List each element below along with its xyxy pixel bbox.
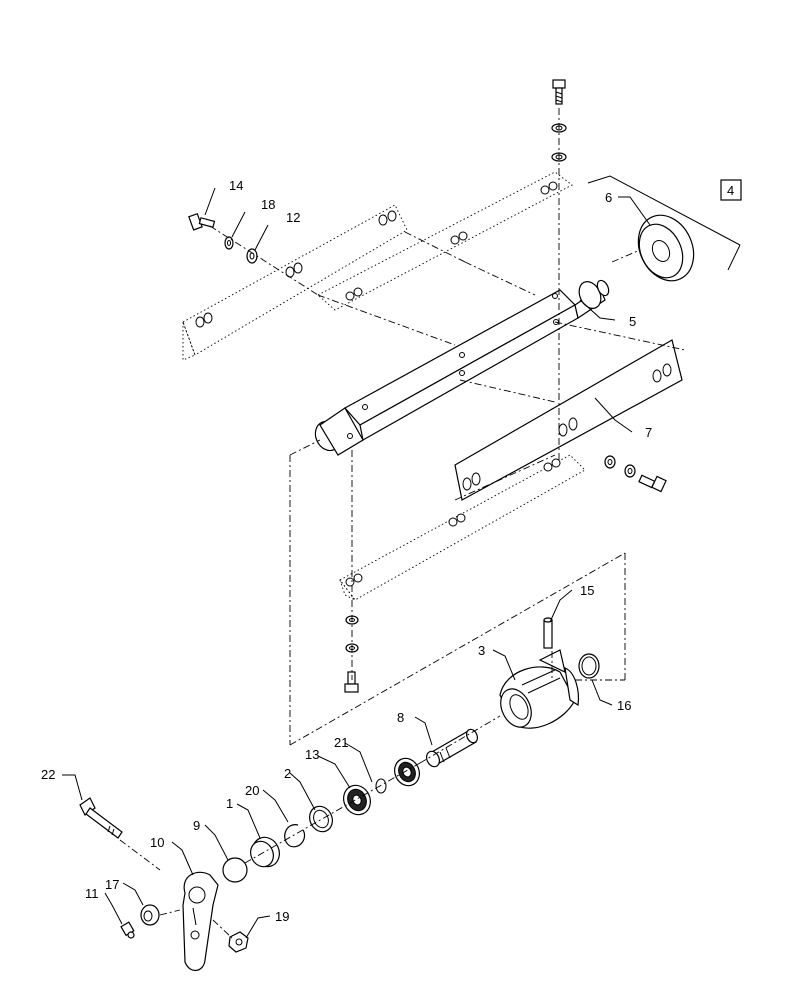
upper-cross-plate [317, 171, 573, 311]
pin-15 [543, 617, 553, 649]
washer-18 [224, 236, 234, 250]
callout-17: 17 [105, 877, 119, 892]
flat-bar-7 [454, 339, 683, 501]
shaft-5 [314, 279, 610, 456]
callout-2: 2 [284, 766, 291, 781]
callout-11: 11 [85, 886, 99, 901]
nut-19 [228, 931, 249, 953]
housing-3 [499, 649, 580, 729]
callout-16: 16 [617, 698, 631, 713]
snap-ring-21 [375, 778, 387, 794]
nut-17 [140, 904, 160, 926]
bolt-22 [79, 797, 123, 839]
callout-22: 22 [41, 767, 55, 782]
callout-5: 5 [629, 314, 636, 329]
rear-mount-plate [182, 204, 408, 361]
callout-12: 12 [286, 210, 300, 225]
callout-4: 4 [727, 183, 734, 198]
bushing-1 [250, 836, 280, 868]
callout-6: 6 [605, 190, 612, 205]
callout-13: 13 [305, 747, 319, 762]
callout-10: 10 [150, 835, 164, 850]
link-10 [182, 871, 219, 971]
lower-cross-plate [339, 454, 586, 601]
stub-shaft-8 [425, 728, 479, 768]
callout-7: 7 [645, 425, 652, 440]
callout-15: 15 [580, 583, 594, 598]
callout-20: 20 [245, 783, 259, 798]
lower-bolt [344, 615, 359, 693]
o-ring-16 [578, 653, 600, 679]
ball-9 [222, 857, 248, 883]
retaining-ring-20 [284, 824, 306, 848]
callout-labels: 14 18 12 6 4 5 7 15 3 16 8 21 13 2 20 1 … [41, 178, 734, 924]
leader-lines [62, 175, 741, 939]
callout-4-box [720, 179, 742, 201]
callout-21: 21 [334, 735, 348, 750]
bolt-14 [188, 212, 216, 231]
callout-19: 19 [275, 909, 289, 924]
fitting-11 [120, 921, 135, 939]
callout-18: 18 [261, 197, 275, 212]
callout-3: 3 [478, 643, 485, 658]
callout-14: 14 [229, 178, 243, 193]
bar-bolt [604, 455, 667, 493]
callout-1: 1 [226, 796, 233, 811]
bearing-upper [394, 757, 420, 787]
callout-9: 9 [193, 818, 200, 833]
flat-washer-6 [637, 214, 695, 282]
callout-8: 8 [397, 710, 404, 725]
bearing-13 [343, 784, 371, 816]
assembly-centerlines [119, 108, 686, 939]
spacer-2 [309, 805, 333, 833]
